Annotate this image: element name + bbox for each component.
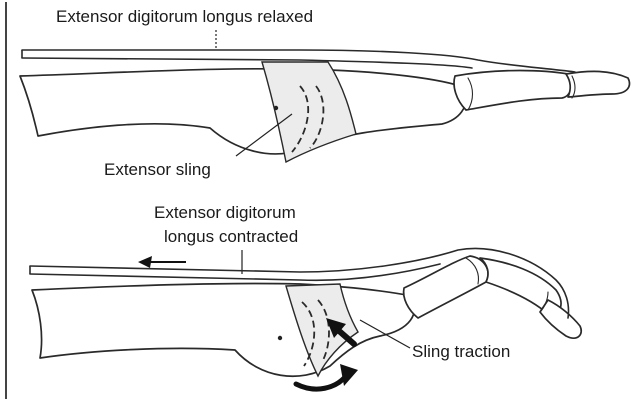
pull-arrow-head <box>138 256 152 268</box>
label-tendon-relaxed: Extensor digitorum longus relaxed <box>56 7 313 26</box>
distal-phalanx-top <box>566 71 629 97</box>
relaxed-toe-illustration <box>20 30 629 162</box>
label-tendon-contracted-line1: Extensor digitorum <box>154 203 296 222</box>
label-tendon-contracted-line2: longus contracted <box>164 227 298 246</box>
label-extensor-sling: Extensor sling <box>104 160 211 179</box>
tendon-relaxed-lower <box>22 58 472 68</box>
sling-dot-top <box>274 106 278 110</box>
label-sling-traction: Sling traction <box>412 342 510 361</box>
proximal-phalanx-bottom <box>404 256 488 318</box>
contracted-toe-illustration <box>30 248 581 389</box>
metatarsal-bone-top <box>20 69 467 154</box>
proximal-phalanx-top <box>454 71 571 111</box>
rotation-arrow-shaft <box>296 376 346 389</box>
sling-dot-bottom <box>278 336 282 340</box>
